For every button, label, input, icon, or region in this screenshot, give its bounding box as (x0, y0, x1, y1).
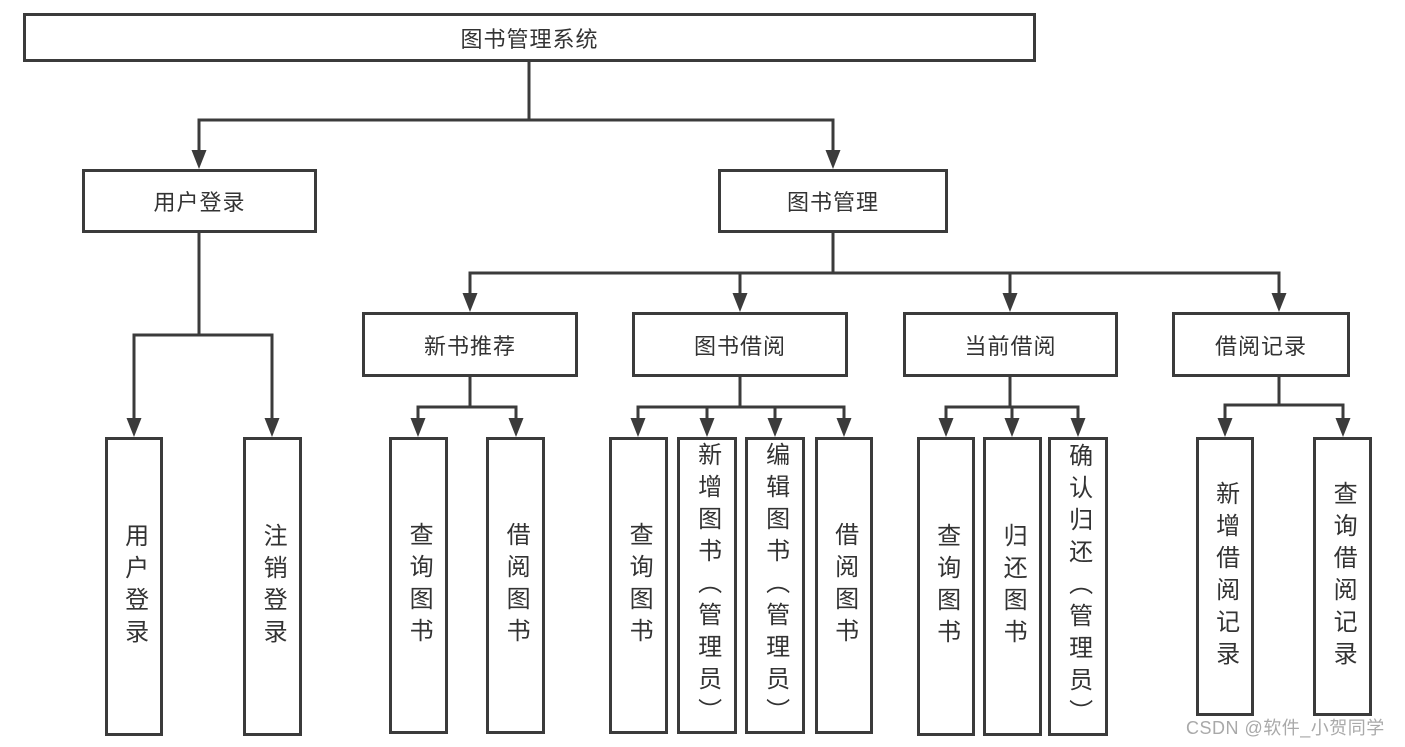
node-label: 查询图书 (932, 522, 960, 651)
node-label: 图书管理系统 (460, 26, 599, 52)
node-label: 注销登录 (259, 522, 287, 651)
node-label: 借阅图书 (502, 521, 530, 650)
node-book-management: 图书管理 (718, 169, 948, 233)
leaf-add-borrow-record: 新增借阅记录 (1196, 437, 1254, 716)
node-label: 借阅记录 (1214, 333, 1307, 359)
leaf-logout: 注销登录 (243, 437, 302, 736)
node-label: 借阅图书 (830, 521, 858, 650)
node-label: 用户登录 (120, 522, 148, 651)
node-label: 归还图书 (999, 522, 1027, 651)
node-label: 新增借阅记录 (1211, 480, 1239, 673)
node-label: 确认归还（管理员） (1064, 442, 1092, 731)
leaf-borrow-books-recommend: 借阅图书 (486, 437, 545, 734)
node-label: 新增图书（管理员） (693, 441, 721, 730)
leaf-return-books: 归还图书 (983, 437, 1042, 736)
leaf-borrow-books: 借阅图书 (815, 437, 873, 734)
leaf-query-books-recommend: 查询图书 (389, 437, 448, 734)
leaf-query-borrow-record: 查询借阅记录 (1313, 437, 1372, 716)
leaf-query-books-borrowing: 查询图书 (609, 437, 668, 734)
leaf-user-login: 用户登录 (105, 437, 163, 736)
csdn-watermark: CSDN @软件_小贺同学 (1186, 718, 1385, 738)
node-book-borrowing: 图书借阅 (632, 312, 848, 377)
node-label: 查询借阅记录 (1329, 480, 1357, 673)
node-library-management-system: 图书管理系统 (23, 13, 1036, 62)
node-user-login: 用户登录 (82, 169, 317, 233)
leaf-edit-book-admin: 编辑图书（管理员） (745, 437, 805, 734)
node-label: 新书推荐 (423, 333, 516, 359)
node-new-book-recommend: 新书推荐 (362, 312, 578, 377)
node-label: 用户登录 (153, 190, 246, 215)
node-label: 编辑图书（管理员） (761, 441, 789, 730)
leaf-query-books-current: 查询图书 (917, 437, 975, 736)
node-label: 当前借阅 (964, 333, 1057, 359)
node-label: 查询图书 (405, 521, 433, 650)
node-current-borrowing: 当前借阅 (903, 312, 1118, 377)
node-label: 查询图书 (625, 521, 653, 650)
node-borrowing-records: 借阅记录 (1172, 312, 1350, 377)
leaf-confirm-return-admin: 确认归还（管理员） (1048, 437, 1108, 736)
node-label: 图书借阅 (693, 333, 786, 359)
node-label: 图书管理 (786, 190, 879, 215)
leaf-add-book-admin: 新增图书（管理员） (677, 437, 737, 734)
